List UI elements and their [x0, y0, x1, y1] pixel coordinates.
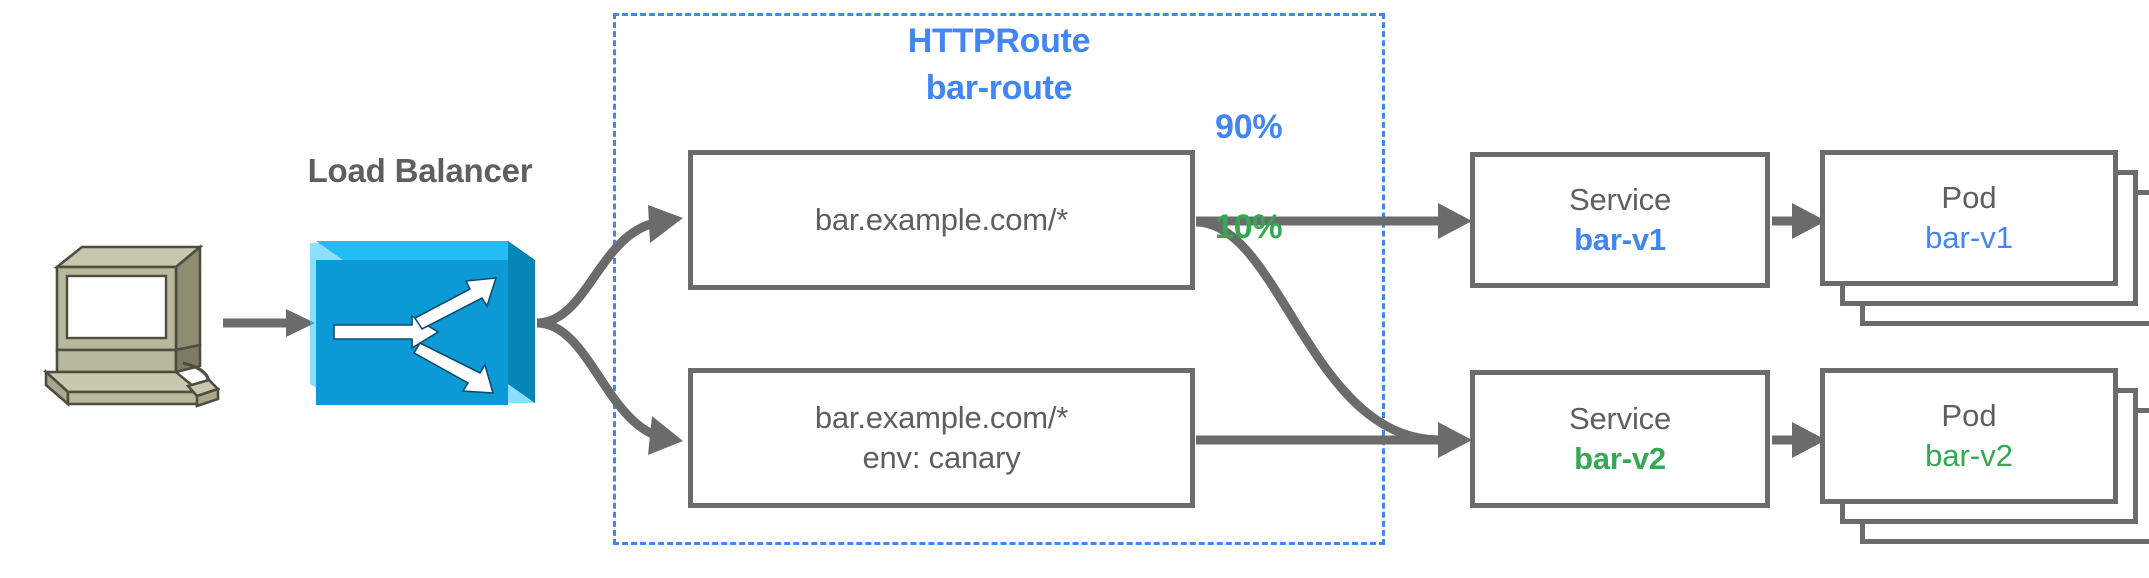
pod-kind-label-2: Pod — [1941, 398, 1997, 433]
pod-name-label-1: bar-v1 — [1925, 220, 2013, 255]
route-match-box-1[interactable]: bar.example.com/* — [688, 150, 1195, 290]
service-name-label-2: bar-v2 — [1574, 441, 1666, 476]
route-match-1-line1: bar.example.com/* — [814, 202, 1069, 237]
httproute-title: HTTPRoute bar-route — [613, 18, 1385, 112]
service-kind-label-1: Service — [1569, 182, 1671, 217]
load-balancer-label: Load Balancer — [307, 152, 533, 189]
weight-label-90: 90% — [1215, 108, 1283, 146]
service-box-bar-v2[interactable]: Service bar-v2 — [1470, 370, 1770, 508]
load-balancer-switch-icon — [310, 241, 535, 405]
pod-stack-bar-v1[interactable]: Pod bar-v1 — [1820, 150, 2149, 360]
desktop-computer-icon — [42, 244, 221, 408]
pod-name-label-2: bar-v2 — [1925, 438, 2013, 473]
edge-client-to-lb — [223, 309, 315, 337]
pod-kind-label-1: Pod — [1941, 180, 1997, 215]
route-match-2-line2: env: canary — [862, 440, 1021, 475]
pod-replica-card-front[interactable]: Pod bar-v1 — [1820, 150, 2118, 286]
httproute-kind-label: HTTPRoute — [907, 22, 1091, 60]
pod-stack-bar-v2[interactable]: Pod bar-v2 — [1820, 368, 2149, 578]
service-name-label-1: bar-v1 — [1574, 222, 1666, 257]
httproute-name-label: bar-route — [925, 69, 1073, 107]
service-kind-label-2: Service — [1569, 401, 1671, 436]
pod-replica-card-front[interactable]: Pod bar-v2 — [1820, 368, 2118, 504]
route-match-box-2[interactable]: bar.example.com/* env: canary — [688, 368, 1195, 508]
service-box-bar-v1[interactable]: Service bar-v1 — [1470, 152, 1770, 288]
route-match-2-line1: bar.example.com/* — [814, 400, 1069, 435]
weight-label-10: 10% — [1215, 208, 1283, 246]
